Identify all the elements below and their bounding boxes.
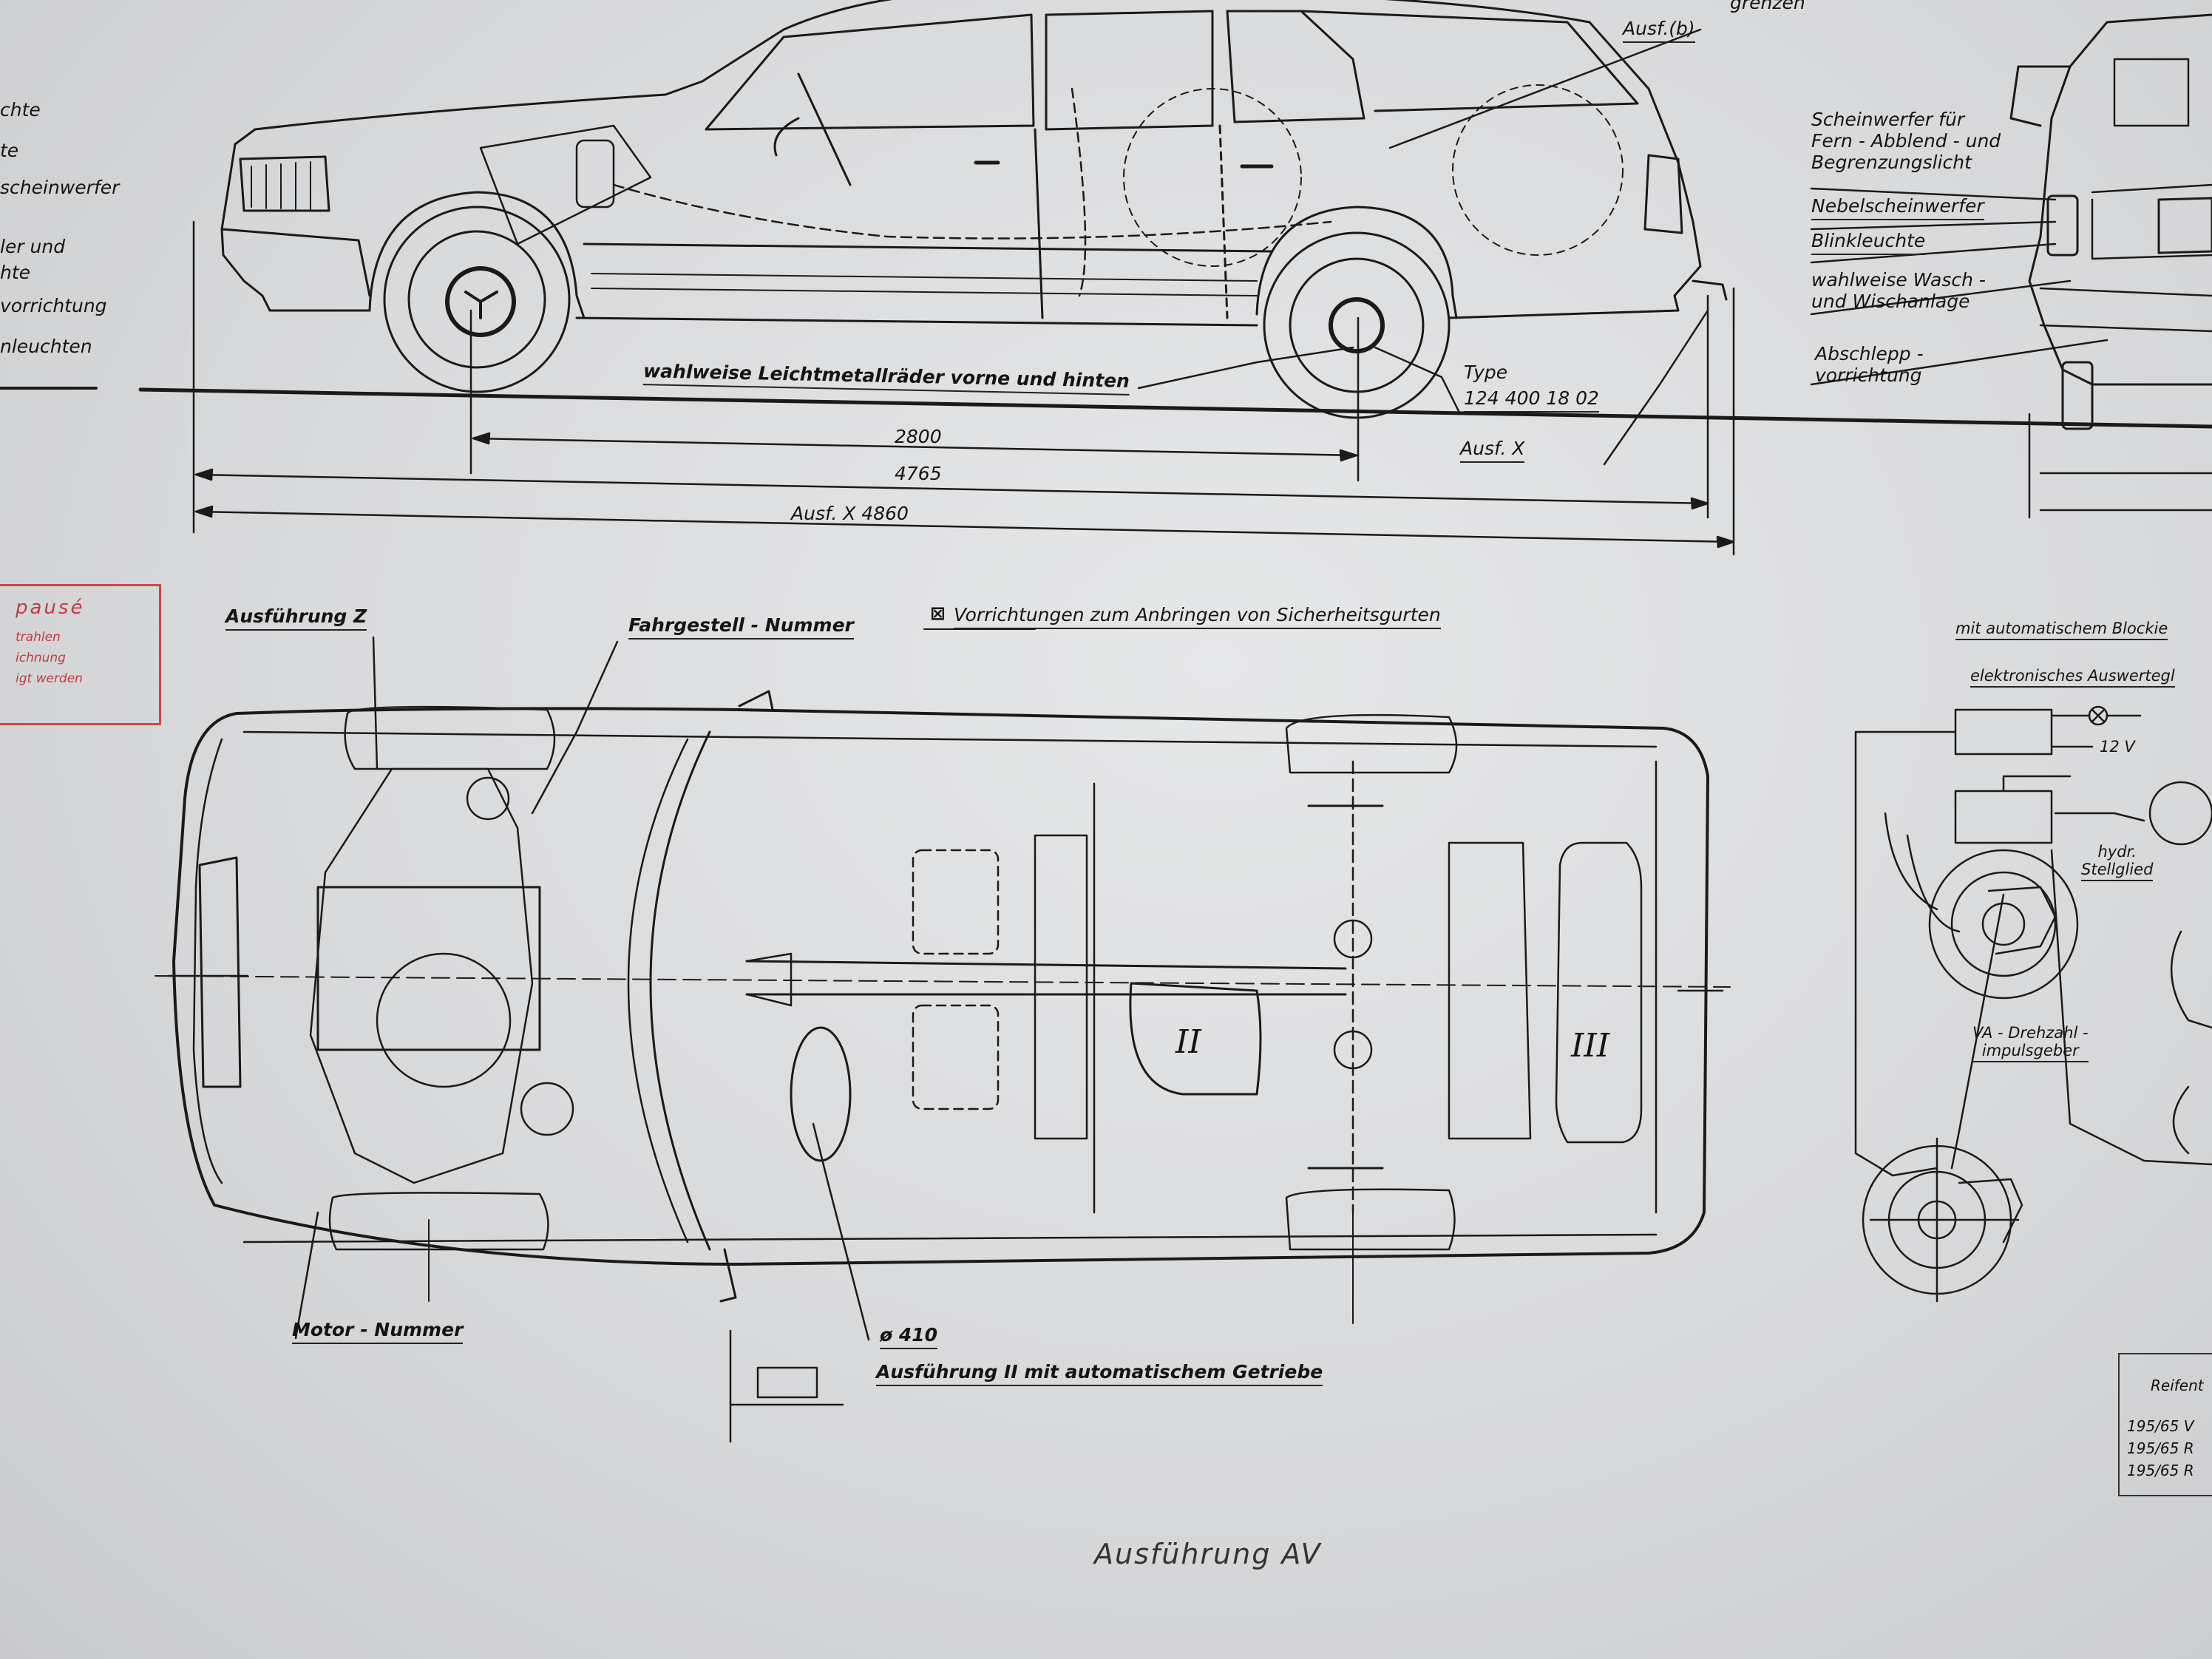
fog-lamp-label: Nebelscheinwerfer (1811, 195, 1984, 220)
side-dimensions (0, 28, 1735, 556)
left-partial-label-7: nleuchten (0, 336, 92, 357)
tire-table: Reifent 195/65 V 195/65 R 195/65 R (2118, 1353, 2212, 1496)
ecu-label: elektronisches Auswertegl (1970, 667, 2175, 688)
front-view-car (1810, 13, 2212, 519)
tank-ii-label: II (1175, 1023, 1201, 1061)
ausf-z-label: Ausführung Z (225, 605, 367, 631)
voltage-label: 12 V (2100, 738, 2135, 756)
ausf-ii-label: Ausführung II mit automatischem Getriebe (876, 1361, 1323, 1386)
indicator-label: Blinkleuchte (1811, 230, 1926, 255)
ausf-x-label: Ausf. X (1460, 438, 1525, 463)
left-partial-label-4: ler und (0, 236, 66, 257)
top-partial-label: grenzen (1730, 0, 1805, 13)
stamp-title: pausé (16, 597, 85, 619)
dim-length: 4765 (895, 463, 942, 484)
left-partial-label-1: chte (0, 99, 41, 121)
stamp-lines: trahlen ichnung igt werden (16, 630, 83, 686)
headlights-label: Scheinwerfer für Fern - Abblend - und Be… (1811, 109, 2001, 173)
tire-table-header: Reifent (2151, 1377, 2204, 1394)
actuator-label: hydr. Stellglied (2081, 843, 2154, 882)
type-label: Type (1464, 362, 1508, 383)
tire-table-row-3: 195/65 R (2127, 1462, 2194, 1479)
motor-number-label: Motor - Nummer (292, 1319, 464, 1344)
chassis-number-label: Fahrgestell - Nummer (628, 614, 854, 639)
seatbelt-marker: ⊠ (930, 603, 946, 624)
tow-label: Abschlepp - vorrichtung (1815, 343, 1924, 386)
wheel-speed-sensor-label: VA - Drehzahl - impulsgeber (1972, 1024, 2089, 1063)
top-view-car (155, 628, 1731, 1443)
tank-iii-label: III (1571, 1027, 1610, 1065)
left-partial-label-2: te (0, 140, 19, 161)
side-view-car (138, 0, 2212, 429)
dim-length-x: Ausf. X 4860 (791, 503, 909, 524)
left-partial-label-3: scheinwerfer (0, 177, 120, 198)
type-number-label: 124 400 18 02 (1464, 387, 1599, 413)
tire-table-row-2: 195/65 R (2127, 1439, 2194, 1457)
seatbelt-label: Vorrichtungen zum Anbringen von Sicherhe… (954, 604, 1441, 629)
left-partial-label-5: hte (0, 262, 31, 283)
left-partial-label-6: vorrichtung (0, 295, 107, 316)
washer-label: wahlweise Wasch - und Wischanlage (1811, 269, 1986, 312)
tire-table-row-1: 195/65 V (2127, 1417, 2194, 1435)
abs-diagram (1854, 705, 2212, 1303)
diameter-label: ø 410 (880, 1324, 938, 1349)
ausf-b-label: Ausf.(b) (1623, 18, 1695, 43)
footer-caption: Ausführung AV (1094, 1538, 1322, 1570)
red-stamp: pausé trahlen ichnung igt werden (0, 584, 161, 725)
dim-wheelbase: 2800 (895, 426, 942, 447)
abs-title-label: mit automatischem Blockie (1955, 620, 2168, 641)
